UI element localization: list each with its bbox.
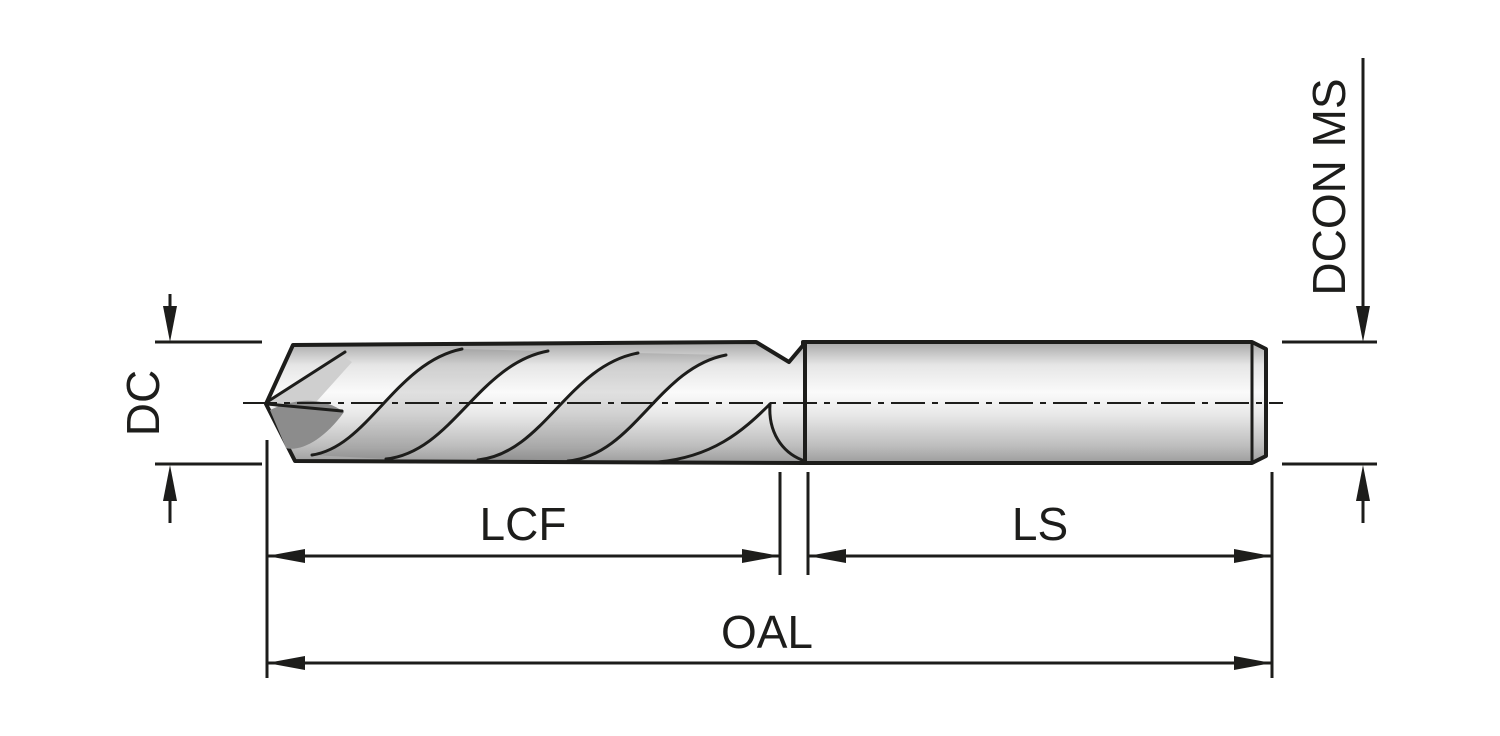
dcon-label: DCON MS: [1303, 78, 1355, 295]
helix-line-2: [384, 349, 550, 461]
tip-cutting-edge: [265, 350, 347, 404]
helix-line-runout: [656, 402, 772, 464]
flute-runout-edge: [768, 402, 804, 462]
tip-facet-dark: [270, 400, 344, 449]
ls-label: LS: [1012, 498, 1068, 550]
oal-arrow-right: [1234, 656, 1272, 670]
lcf-label: LCF: [480, 498, 567, 550]
flute-shading-2: [478, 353, 726, 461]
dc-arrow-down: [163, 306, 177, 342]
ls-arrow-right: [1234, 549, 1272, 563]
dcon-dimension: DCON MS: [1282, 58, 1377, 523]
helix-line-3: [476, 351, 640, 462]
dc-label: DC: [117, 370, 169, 436]
helix-line-4: [566, 353, 728, 463]
oal-arrow-left: [267, 656, 305, 670]
dc-arrow-up: [163, 465, 177, 501]
shank-outline: [801, 340, 1268, 465]
tip-chisel-edge: [265, 402, 344, 413]
lcf-arrow-right: [742, 549, 780, 563]
ls-dimension: LS: [806, 472, 1274, 678]
oal-label: OAL: [721, 606, 813, 658]
oal-dimension: OAL: [267, 606, 1272, 670]
dcon-arrow-up: [1356, 465, 1370, 501]
lcf-arrow-left: [267, 549, 305, 563]
lcf-dimension: LCF: [265, 440, 782, 678]
dc-dimension: DC: [117, 294, 262, 523]
ls-arrow-left: [808, 549, 846, 563]
dcon-arrow-down: [1356, 306, 1370, 342]
